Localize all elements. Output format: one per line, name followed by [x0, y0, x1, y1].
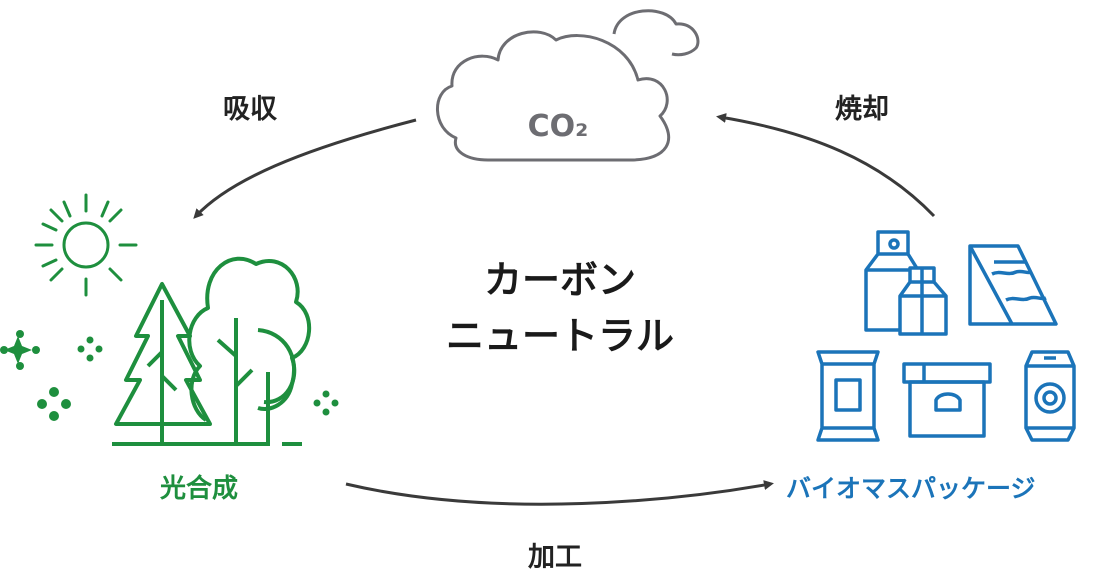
can-icon [1024, 350, 1076, 442]
label-incinerate: 焼却 [835, 94, 889, 125]
milk-carton-icon [864, 230, 948, 336]
arrow-absorb [193, 118, 417, 219]
label-photosynthesis: 光合成 [160, 474, 239, 504]
cloud-icon [436, 9, 700, 162]
sun-icon [34, 193, 138, 297]
cloud-co2-label: CO₂ [528, 109, 589, 144]
label-process: 加工 [528, 542, 582, 573]
box-icon [902, 362, 992, 438]
wedge-pack-icon [968, 244, 1058, 326]
sparkle-icon [0, 330, 339, 421]
label-absorb: 吸収 [223, 94, 277, 125]
arrow-process [345, 480, 774, 506]
center-title-line1: カーボン [483, 258, 636, 302]
center-title: カーボン ニュートラル [430, 252, 690, 364]
label-biomass-package: バイオマスパッケージ [786, 474, 1036, 503]
trees-icon [112, 256, 311, 446]
arrow-incinerate [716, 113, 936, 218]
pouch-icon [816, 350, 880, 442]
center-title-line2: ニュートラル [445, 314, 674, 358]
